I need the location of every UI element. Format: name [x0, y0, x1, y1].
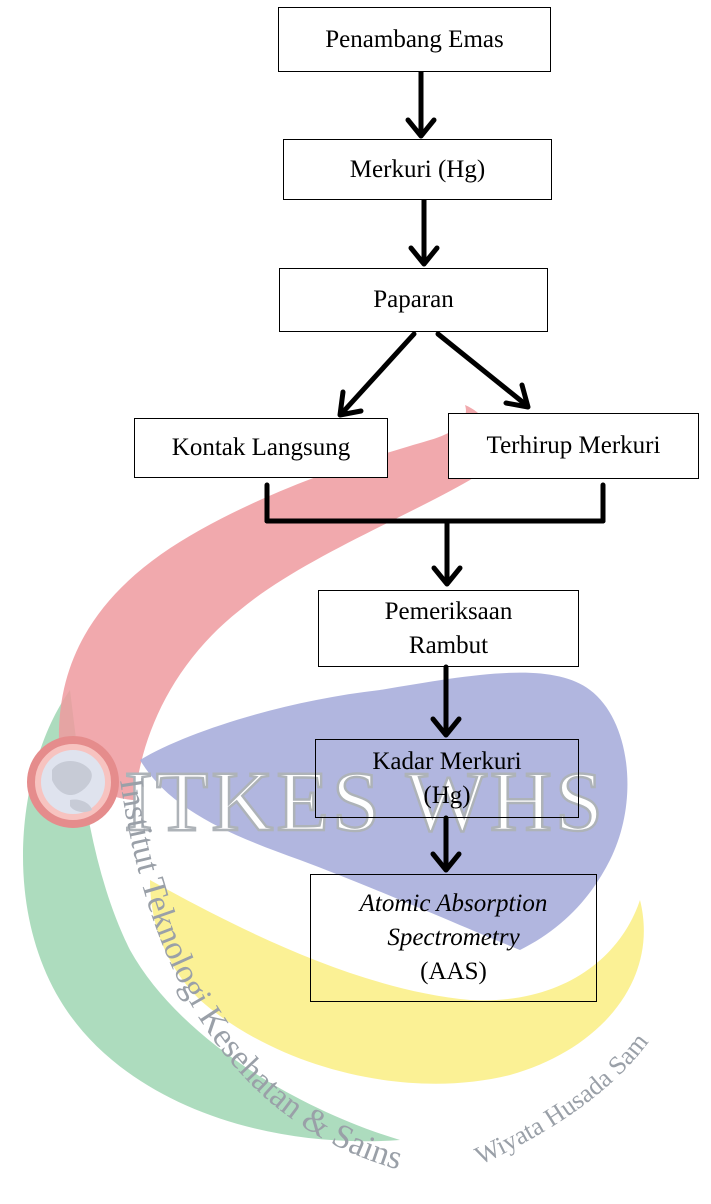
- node-pemeriksaan-rambut: Pemeriksaan Rambut: [318, 590, 579, 667]
- arrow-paparan-to-terhirup: [435, 331, 531, 410]
- node-aas: Atomic Absorption Spectrometry (AAS): [310, 874, 597, 1002]
- arrow-merkuri-to-paparan: [408, 197, 440, 267]
- node-label-line2: Spectrometry: [387, 924, 520, 951]
- node-kadar-merkuri: Kadar Merkuri (Hg): [315, 739, 579, 818]
- node-label: Paparan: [373, 286, 454, 313]
- arrow-merge-to-pemeriksaan: [431, 520, 463, 587]
- node-label: Penambang Emas: [325, 25, 504, 53]
- arrow-kadar-to-aas: [430, 815, 462, 873]
- node-label-line1: Pemeriksaan: [384, 597, 513, 625]
- node-label: Merkuri (Hg): [349, 155, 486, 183]
- node-label-line2: (Hg): [423, 781, 471, 809]
- node-label-line1: Atomic Absorption: [359, 890, 548, 917]
- watermark-yellow-band: [150, 880, 644, 1084]
- arrow-paparan-to-kontak: [337, 331, 417, 418]
- node-label-line1: Kadar Merkuri: [372, 747, 522, 775]
- watermark-red-swoosh: [58, 405, 492, 800]
- node-label-line3: (AAS): [420, 958, 487, 985]
- node-label: Kontak Langsung: [171, 434, 351, 461]
- node-label-line2: Rambut: [408, 631, 489, 659]
- globe-emblem-icon: [27, 736, 119, 828]
- arrow-pemeriksaan-to-kadar: [430, 664, 462, 738]
- node-penambang-emas: Penambang Emas: [278, 7, 551, 72]
- node-paparan: Paparan: [279, 268, 548, 332]
- watermark-green-band: [22, 690, 400, 1142]
- watermark-blue-band: [140, 672, 628, 950]
- node-label: Terhirup Merkuri: [486, 432, 661, 459]
- merge-bracket: [264, 482, 606, 524]
- arrow-penambang-to-merkuri: [405, 69, 437, 139]
- node-terhirup-merkuri: Terhirup Merkuri: [448, 413, 699, 479]
- node-kontak-langsung: Kontak Langsung: [134, 418, 388, 478]
- node-merkuri: Merkuri (Hg): [283, 139, 552, 200]
- watermark-logo-text: ITKES WHS: [124, 753, 606, 849]
